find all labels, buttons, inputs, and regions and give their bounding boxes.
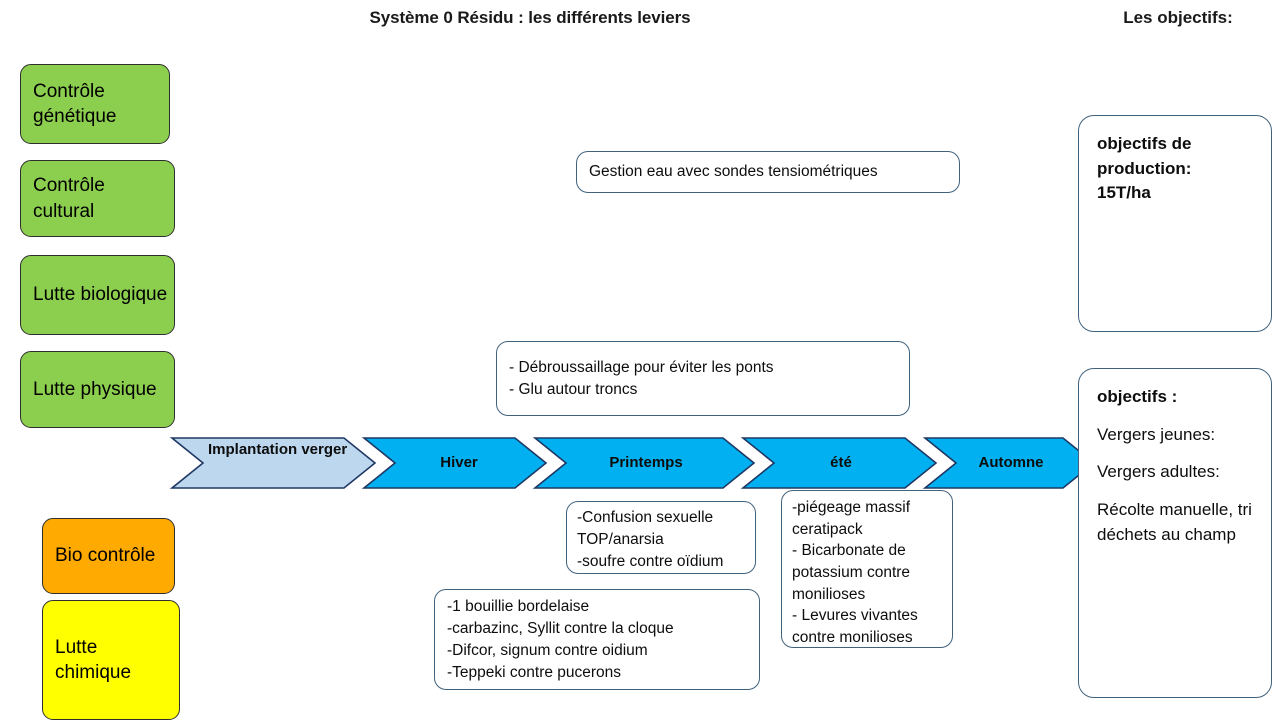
timeline-stage-printemps[interactable]: [532, 437, 756, 489]
objectives-title: Les objectifs:: [1123, 8, 1233, 27]
lever-box-lutte-biologique[interactable]: Lutte biologique: [20, 255, 175, 335]
callout-line: - Débroussaillage pour éviter les ponts: [509, 358, 774, 376]
lever-label: Lutte biologique: [33, 284, 168, 306]
callout-line: potassium contre: [792, 564, 911, 582]
callout-confusion-sexuelle[interactable]: -Confusion sexuelle TOP/anarsia -soufre …: [566, 501, 756, 574]
objectives-general-heading: objectifs :: [1097, 387, 1178, 406]
lever-box-controle-genetique[interactable]: Contrôle génétique: [20, 64, 170, 144]
callout-gestion-eau[interactable]: Gestion eau avec sondes tensiométriques: [576, 151, 960, 193]
spacer: [1097, 410, 1253, 423]
callout-line: -piégeage massif: [792, 499, 911, 516]
callout-piegeage-massif[interactable]: -piégeage massif ceratipack - Bicarbonat…: [781, 490, 953, 648]
callout-line: contre monilioses: [792, 629, 913, 647]
lever-box-lutte-physique[interactable]: Lutte physique: [20, 351, 175, 428]
spacer: [1097, 447, 1253, 460]
timeline-stage-ete[interactable]: [740, 437, 938, 489]
callout-line: TOP/anarsia: [577, 531, 664, 548]
lever-label: Contrôle cultural: [33, 175, 105, 222]
objectives-production-heading: objectifs de: [1097, 134, 1192, 153]
lever-label: Lutte chimique: [55, 636, 132, 683]
page-title: Système 0 Résidu : les différents levier…: [369, 8, 691, 27]
objectives-general-box[interactable]: objectifs : Vergers jeunes: Vergers adul…: [1078, 368, 1272, 698]
callout-debroussaillage[interactable]: - Débroussaillage pour éviter les ponts …: [496, 341, 910, 416]
season-timeline: Implantation verger Hiver Printemps été …: [168, 432, 1098, 494]
callout-line: -Confusion sexuelle: [577, 509, 714, 526]
callout-line: Gestion eau avec sondes tensiométriques: [589, 163, 878, 180]
objectives-general-item-vergers-jeunes: Vergers jeunes:: [1097, 424, 1216, 444]
callout-traitements-chimiques[interactable]: -1 bouillie bordelaise -carbazinc, Sylli…: [434, 589, 760, 690]
lever-box-lutte-chimique[interactable]: Lutte chimique: [42, 600, 180, 720]
timeline-stage-automne[interactable]: [922, 437, 1096, 489]
objectives-production-line3: 15T/ha: [1097, 183, 1151, 203]
callout-line: - Levures vivantes: [792, 607, 918, 625]
timeline-stage-implantation-verger[interactable]: [169, 437, 377, 489]
objectives-production-line2: production:: [1097, 158, 1192, 178]
lever-box-controle-cultural[interactable]: Contrôle cultural: [20, 160, 175, 237]
objectives-production-box[interactable]: objectifs de production: 15T/ha: [1078, 115, 1272, 332]
callout-line: -Difcor, signum contre oidium: [447, 641, 648, 659]
callout-line: -soufre contre oïdium: [577, 553, 724, 570]
lever-label: Lutte physique: [33, 378, 157, 400]
lever-label: Bio contrôle: [55, 545, 156, 567]
callout-line: -carbazinc, Syllit contre la cloque: [447, 619, 674, 637]
callout-line: - Glu autour troncs: [509, 380, 638, 398]
objectives-general-item-recolte: Récolte manuelle, tri déchets au champ: [1097, 499, 1252, 544]
callout-line: -Teppeki contre pucerons: [447, 663, 622, 681]
callout-line: monilioses: [792, 585, 866, 603]
callout-line: - Bicarbonate de: [792, 542, 906, 560]
objectives-general-item-vergers-adultes: Vergers adultes:: [1097, 462, 1220, 482]
spacer: [1097, 485, 1253, 498]
lever-box-bio-controle[interactable]: Bio contrôle: [42, 518, 175, 594]
timeline-stage-hiver[interactable]: [361, 437, 548, 489]
lever-label: Contrôle génétique: [33, 80, 117, 127]
callout-line: -1 bouillie bordelaise: [447, 597, 590, 615]
callout-line: ceratipack: [792, 520, 863, 538]
